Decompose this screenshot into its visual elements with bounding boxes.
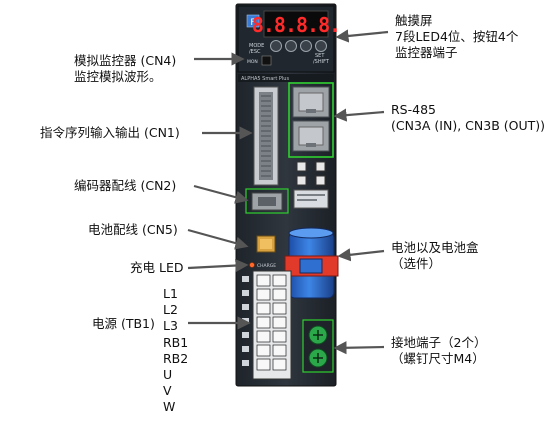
terminal-u: U <box>163 366 173 382</box>
esc-label: /ESC <box>249 49 261 55</box>
cn1-pins <box>261 95 271 177</box>
brand-label: ALPHA5 Smart Plus <box>241 76 289 82</box>
arrow-cn2 <box>193 184 249 204</box>
logo-badge <box>246 14 260 28</box>
led-digits: 8.8.8.8. <box>252 13 340 37</box>
rotary-switch-a <box>296 161 307 172</box>
charge-led <box>249 262 255 268</box>
button-up <box>285 40 297 52</box>
label-cn2: 编码器配线 (CN2) <box>74 178 177 193</box>
label-battery: 电池以及电池盒 （选件） <box>391 240 479 271</box>
terminal-w: W <box>163 399 176 415</box>
mode-label: MODE <box>249 43 264 49</box>
label-cn1: 指令序列输入输出 (CN1) <box>40 125 180 140</box>
label-cn5: 电池配线 (CN5) <box>88 222 178 237</box>
arrow-battery <box>337 248 385 262</box>
brand-strip <box>238 74 334 82</box>
terminal-l2: L2 <box>163 302 178 318</box>
rotary-switch-b <box>315 161 326 172</box>
arrow-cn5 <box>187 228 249 250</box>
terminal-l3: L3 <box>163 318 178 334</box>
monitor-terminal <box>261 55 272 66</box>
button-mode <box>270 40 282 52</box>
terminal-l1: L1 <box>163 286 178 301</box>
cn3-highlight <box>288 82 334 158</box>
label-ground: 接地端子（2个） （螺钉尺寸M4） <box>391 335 487 366</box>
label-rs485: RS-485 (CN3A (IN), CN3B (OUT)) <box>391 102 546 133</box>
label-touch-panel: 触摸屏 7段LED4位、按钮4个 监控器端子 <box>395 13 519 60</box>
mon-label: MON <box>247 59 258 65</box>
label-cn4: 模拟监控器 (CN4) 监控模拟波形。 <box>74 53 177 84</box>
terminal-v: V <box>163 383 172 399</box>
arrow-touch <box>335 29 389 43</box>
shift-label: /SHIFT <box>313 59 330 65</box>
button-set <box>315 40 327 52</box>
battery-case <box>284 227 339 299</box>
charge-label: CHARGE <box>257 263 276 269</box>
terminal-rb2: RB2 <box>163 350 189 366</box>
led-display <box>263 10 329 38</box>
arrows <box>187 29 389 355</box>
set-label: SET <box>315 53 325 59</box>
label-charge-led: 充电 LED <box>130 260 184 275</box>
arrow-led <box>187 258 249 273</box>
arrow-rs485 <box>333 108 385 122</box>
label-tb1: 电源 (TB1) <box>92 316 155 331</box>
logo-letter: F <box>250 18 255 28</box>
tb1-terminal-list: L1 L2 L3 RB1 RB2 U V W <box>163 286 188 416</box>
tb1-terminals <box>256 274 287 371</box>
terminal-rb1: RB1 <box>163 334 189 350</box>
arrow-ground <box>333 341 385 355</box>
button-down <box>300 40 312 52</box>
